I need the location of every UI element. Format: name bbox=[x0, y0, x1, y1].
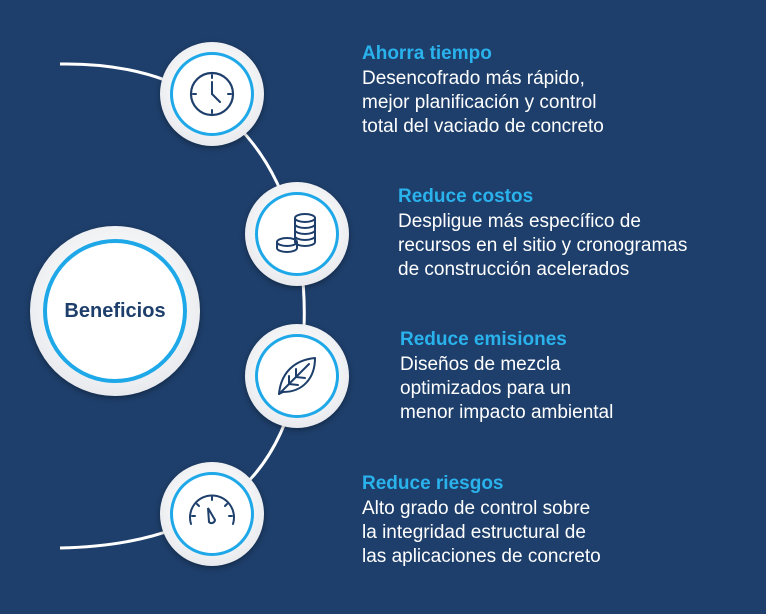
cost-node bbox=[245, 182, 349, 286]
clock-icon bbox=[189, 71, 235, 117]
benefit-line: de construcción acelerados bbox=[398, 259, 630, 280]
benefit-risks: Reduce riesgos Alto grado de control sob… bbox=[362, 472, 601, 569]
benefit-title: Reduce costos bbox=[398, 186, 534, 207]
emissions-node bbox=[245, 324, 349, 428]
cost-node-ring bbox=[255, 192, 339, 276]
benefit-title: Reduce riesgos bbox=[362, 473, 504, 494]
risk-node bbox=[160, 462, 264, 566]
time-node bbox=[160, 42, 264, 146]
benefit-costs: Reduce costos Despligue más específico d… bbox=[398, 185, 687, 282]
hub-ring bbox=[43, 239, 187, 383]
benefit-line: Alto grado de control sobre bbox=[362, 498, 591, 519]
leaf-icon bbox=[278, 357, 316, 395]
hub-circle: Beneficios bbox=[30, 226, 200, 396]
benefit-time: Ahorra tiempo Desencofrado más rápido, m… bbox=[362, 42, 604, 139]
benefit-emissions: Reduce emisiones Diseños de mezcla optim… bbox=[400, 328, 613, 425]
benefit-line: menor impacto ambiental bbox=[400, 402, 614, 423]
benefit-line: mejor planificación y control bbox=[362, 92, 597, 113]
coins-icon bbox=[276, 213, 316, 253]
benefit-title: Reduce emisiones bbox=[400, 329, 567, 350]
benefit-line: las aplicaciones de concreto bbox=[362, 546, 601, 567]
gauge-icon bbox=[189, 494, 235, 525]
benefit-line: optimizados para un bbox=[400, 378, 572, 399]
benefit-line: total del vaciado de concreto bbox=[362, 116, 604, 137]
benefit-line: recursos en el sitio y cronogramas bbox=[398, 235, 688, 256]
benefit-title: Ahorra tiempo bbox=[362, 43, 492, 64]
benefit-line: la integridad estructural de bbox=[362, 522, 586, 543]
benefit-line: Desencofrado más rápido, bbox=[362, 68, 585, 89]
hub-label: Beneficios bbox=[64, 299, 166, 322]
benefit-line: Diseños de mezcla bbox=[400, 354, 561, 375]
benefit-line: Despligue más específico de bbox=[398, 211, 641, 232]
